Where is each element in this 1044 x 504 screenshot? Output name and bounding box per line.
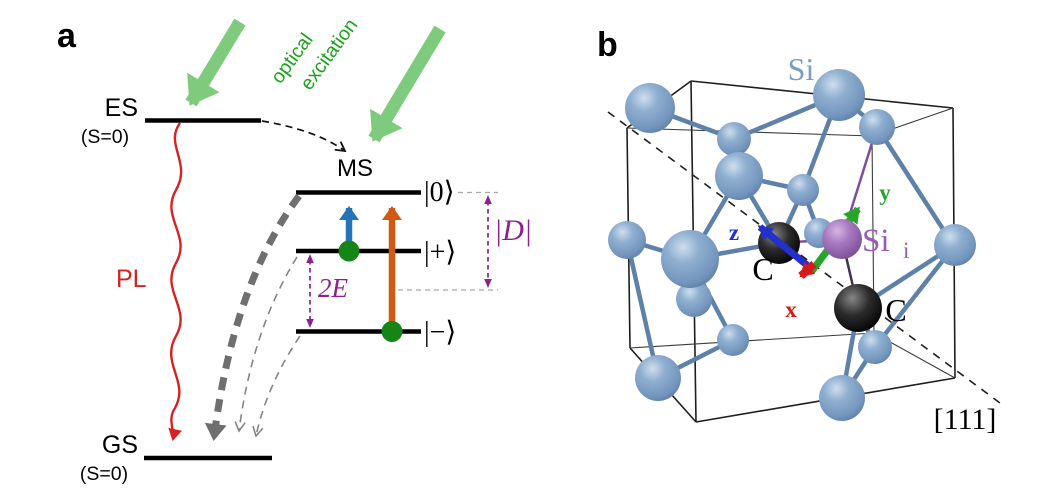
si-atom (717, 122, 751, 156)
si-interstitial-label: Si (862, 223, 890, 259)
si-atom (934, 224, 976, 266)
carbon-right-label: C (885, 292, 906, 328)
si-atom (635, 355, 681, 401)
optical-excitation-arrow-right (368, 25, 446, 143)
gs-label: GS (102, 431, 138, 459)
direction-111-label: [111] (934, 403, 997, 436)
si-atom (608, 221, 646, 259)
pl-label: PL (116, 265, 147, 293)
d-splitting-label: |D| (494, 214, 532, 247)
si-atom (813, 69, 865, 121)
axis-x-label: x (785, 297, 797, 322)
ms-label: MS (337, 155, 373, 182)
panel-a-label: a (57, 17, 77, 55)
axis-z-label: z (729, 220, 739, 245)
bond (624, 239, 661, 379)
carbon-atom-right (834, 284, 882, 332)
axis-y-label: y (879, 180, 891, 205)
ket-zero-label: |0⟩ (424, 177, 455, 208)
decay-curve-thin-plus (234, 256, 298, 433)
gs-spin-label: (S=0) (80, 463, 128, 485)
optical-excitation-arrow-left (185, 18, 246, 107)
si-atom (787, 174, 819, 206)
es-to-ms-dashed-arrow (261, 120, 347, 153)
si-atom (625, 83, 675, 133)
panel-b: b (597, 26, 1001, 436)
bond (873, 243, 957, 349)
si-atom (676, 281, 712, 317)
si-atom (715, 152, 763, 200)
decay-curve-thick (204, 193, 302, 441)
panel-a: a optical excitation ES (S=0) MS |0⟩ |+⟩… (57, 15, 532, 485)
panel-b-label: b (597, 26, 618, 64)
interstitial-bond-group (778, 126, 879, 309)
si-atom (859, 109, 895, 145)
si-interstitial-atom (822, 219, 862, 259)
decay-curve-thin-minus (252, 335, 301, 438)
si-atom (717, 324, 749, 356)
si-atom (661, 230, 719, 288)
direction-111-dashed-line (607, 111, 1001, 404)
ket-minus-label: |−⟩ (424, 317, 456, 348)
si-lattice-label: Si (788, 51, 815, 87)
axis-x-arrow (798, 261, 817, 279)
pl-wavy-arrow (168, 122, 183, 441)
si-atom (819, 375, 865, 421)
bond (875, 125, 952, 242)
carbon-left-label: C (752, 251, 773, 287)
si-atom-group (608, 69, 976, 421)
si-interstitial-subscript: i (903, 238, 909, 263)
d-splitting-arrow (484, 195, 492, 288)
population-dot-minus (381, 321, 403, 342)
population-dot-plus (338, 240, 360, 262)
si-atom (858, 330, 892, 364)
ket-plus-label: |+⟩ (424, 237, 456, 268)
es-spin-label: (S=0) (81, 126, 129, 148)
e-splitting-label: 2E (318, 273, 349, 303)
es-label: ES (105, 94, 138, 122)
e-splitting-arrow (306, 254, 314, 328)
